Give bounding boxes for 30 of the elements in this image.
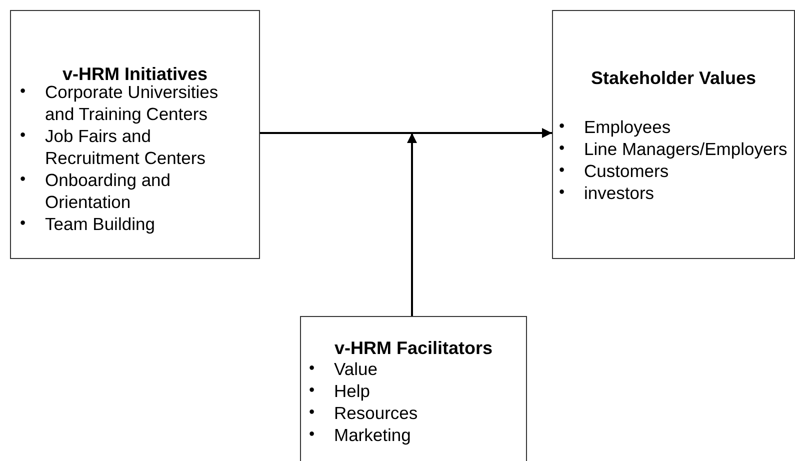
arrow — [407, 133, 417, 316]
bullet-item: Customers — [584, 160, 670, 182]
arrow — [260, 128, 552, 138]
bullet-point: • — [20, 82, 26, 102]
bullet-item: Resources — [334, 402, 419, 424]
text-box — [552, 10, 795, 259]
bullet-point: • — [309, 381, 315, 401]
bullet-point: • — [309, 403, 315, 423]
bullet-item: Value — [334, 358, 378, 380]
bullet-item: Onboarding and Orientation — [45, 169, 172, 213]
bullet-point: • — [309, 359, 315, 379]
bullet-point: • — [559, 161, 565, 181]
bullet-item: Team Building — [45, 213, 156, 235]
bullet-item: Job Fairs and Recruitment Centers — [45, 125, 206, 169]
bullet-item: Marketing — [334, 424, 412, 446]
bullet-point: • — [20, 126, 26, 146]
text-box — [300, 316, 527, 461]
bullet-item: Help — [334, 380, 371, 402]
bullet-point: • — [559, 183, 565, 203]
text-box — [10, 10, 260, 259]
box-heading: Stakeholder Values — [590, 67, 758, 89]
bullet-point: • — [20, 170, 26, 190]
bullet-item: Employees — [584, 116, 672, 138]
bullet-point: • — [559, 139, 565, 159]
bullet-point: • — [309, 425, 315, 445]
box-heading: v-HRM Facilitators — [333, 337, 494, 359]
bullet-point: • — [559, 117, 565, 137]
bullet-item: Line Managers/Employers — [584, 138, 788, 160]
bullet-item: investors — [584, 182, 656, 204]
bullet-point: • — [20, 214, 26, 234]
